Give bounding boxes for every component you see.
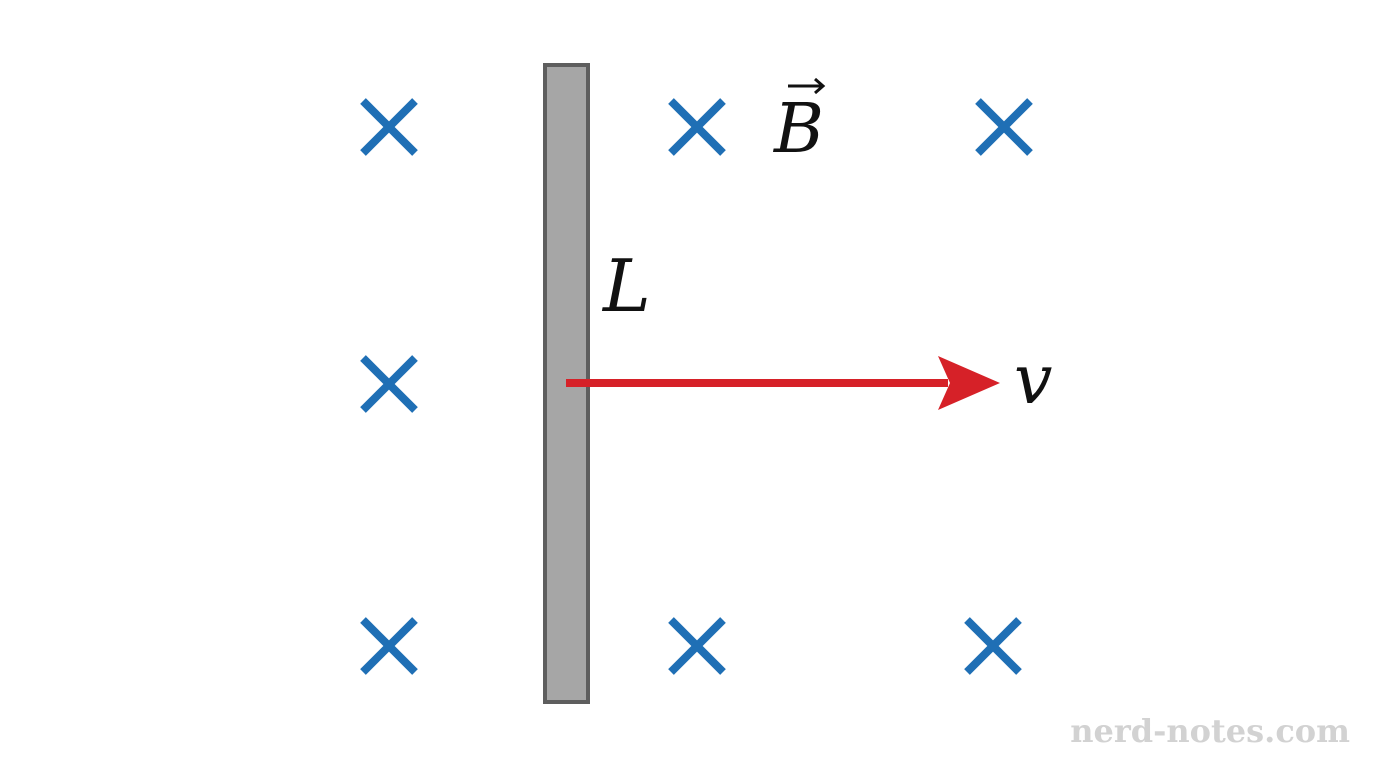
magnetic-field-markers — [360, 98, 1033, 675]
watermark: nerd-notes.com — [1070, 712, 1350, 750]
velocity-arrow — [566, 356, 1000, 410]
field-into-page-icon — [360, 355, 418, 413]
field-into-page-icon — [975, 98, 1033, 156]
field-label-group: B — [772, 77, 826, 169]
field-label: B — [772, 90, 824, 169]
length-label: L — [601, 244, 651, 328]
velocity-label: v — [1014, 341, 1052, 420]
field-into-page-icon — [668, 98, 726, 156]
velocity-arrow-head — [938, 356, 1000, 410]
field-into-page-icon — [360, 617, 418, 675]
field-into-page-icon — [360, 98, 418, 156]
vector-arrow-icon — [788, 77, 826, 95]
field-into-page-icon — [964, 617, 1022, 675]
field-into-page-icon — [668, 617, 726, 675]
